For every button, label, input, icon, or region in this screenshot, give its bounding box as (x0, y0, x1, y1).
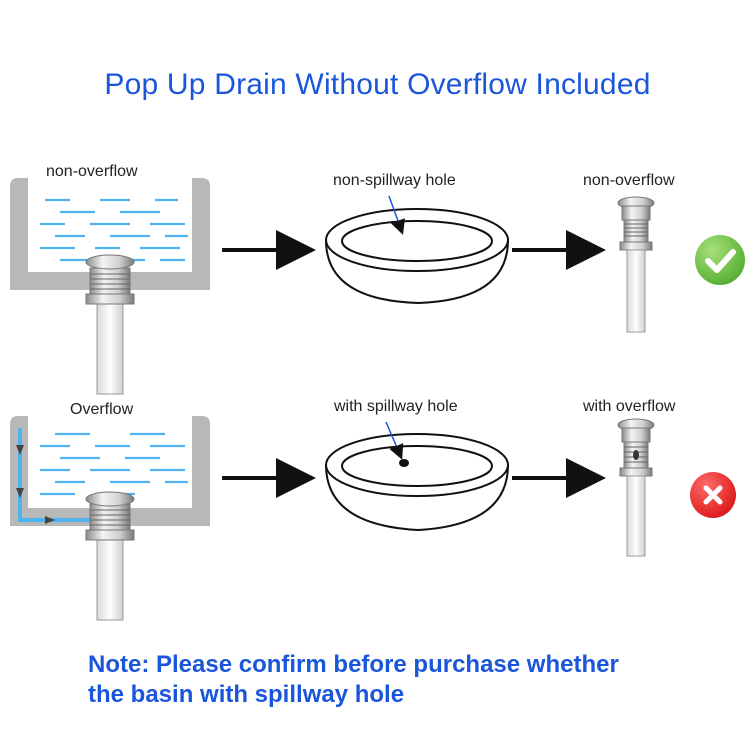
drain-label-with-overflow: with overflow (583, 398, 676, 415)
sink-label-non-spillway: non-spillway hole (333, 172, 456, 189)
basin-label-non-overflow: non-overflow (46, 163, 138, 180)
water-lines (40, 198, 188, 262)
note-line-2: the basin with spillway hole (88, 681, 405, 708)
drain-non-overflow (617, 196, 655, 333)
drain-with-overflow (617, 418, 655, 557)
page-title: Pop Up Drain Without Overflow Included (104, 68, 651, 101)
note-line-1: Note: Please confirm before purchase whe… (88, 651, 619, 678)
basin-overflow-illustration (10, 416, 210, 621)
sink-label-spillway: with spillway hole (334, 398, 458, 415)
drain-label-non-overflow: non-overflow (583, 172, 675, 189)
vessel-sink-no-hole (324, 195, 510, 305)
vessel-sink-with-hole (324, 421, 510, 532)
x-icon (690, 472, 736, 518)
purchase-note: Note: Please confirm before purchase whe… (88, 650, 728, 710)
check-icon (695, 235, 745, 285)
basin-non-overflow-illustration (10, 178, 210, 395)
basin-label-overflow: Overflow (70, 401, 134, 418)
